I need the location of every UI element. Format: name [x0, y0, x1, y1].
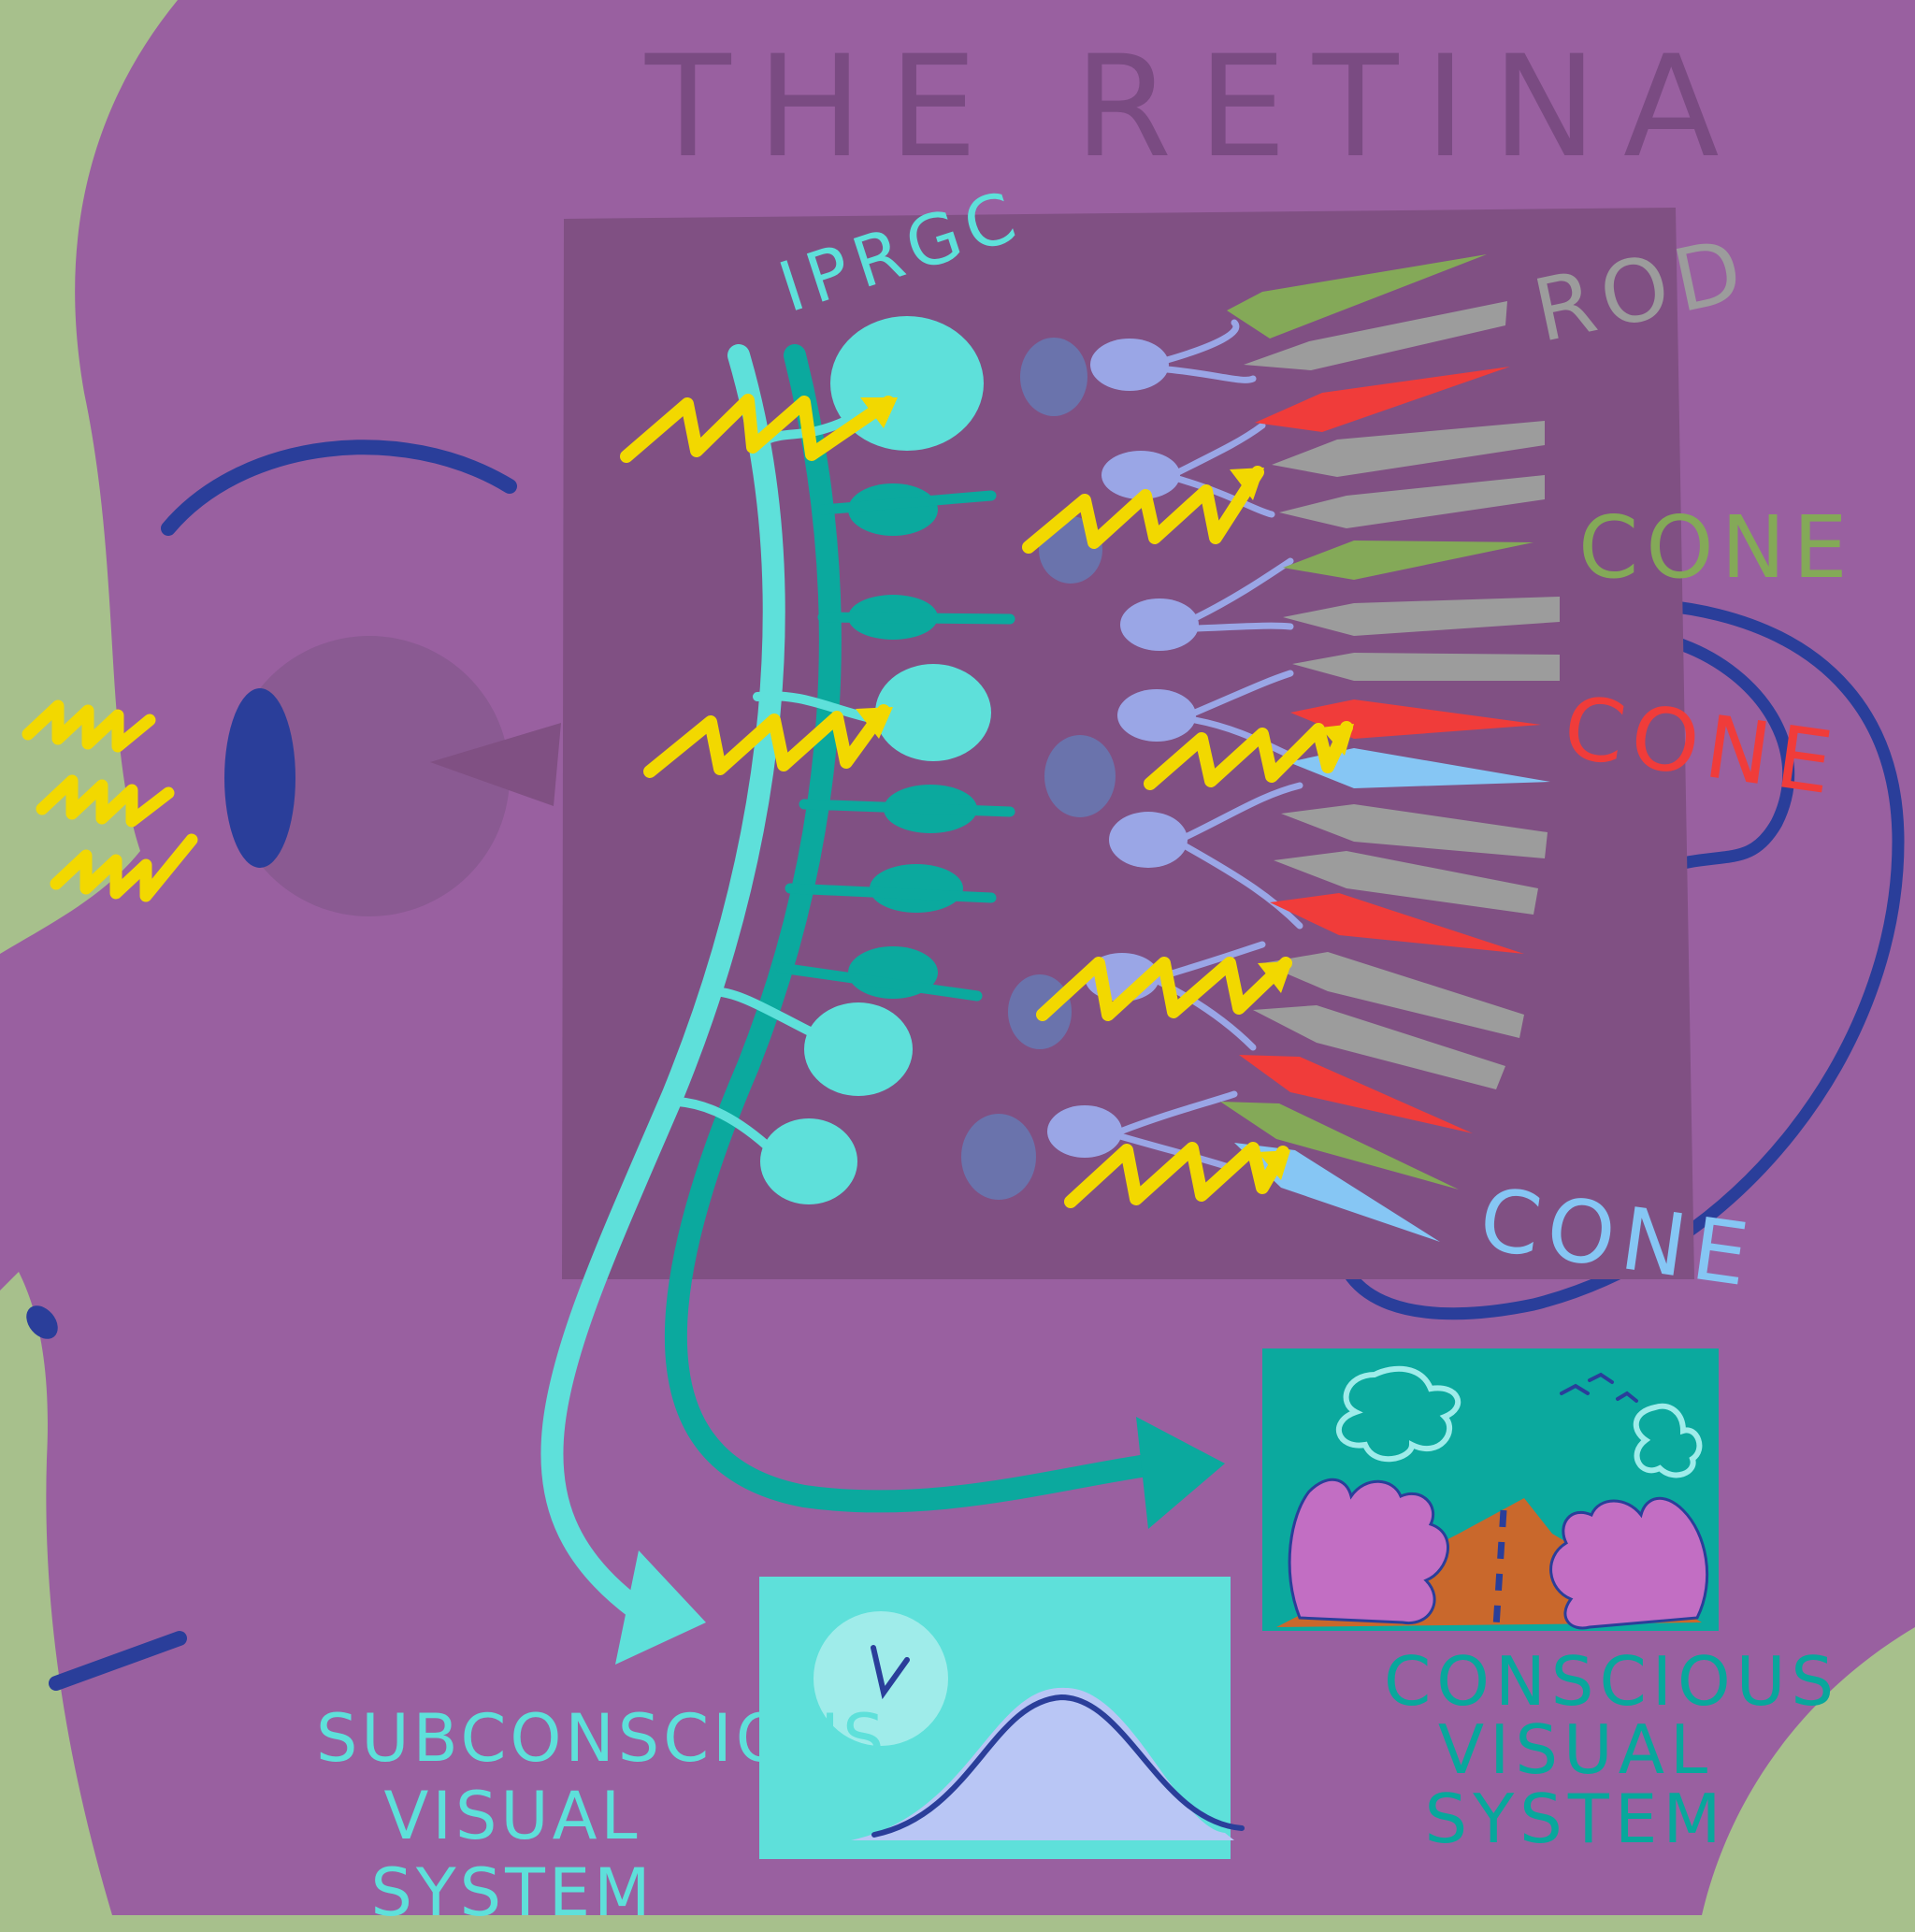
light-zigzag-icon	[1022, 466, 1264, 554]
bipolar-cell	[870, 864, 963, 913]
cone-red-photoreceptor	[1239, 1055, 1473, 1133]
horizontal-cell	[1047, 1105, 1122, 1158]
cone-green-photoreceptor	[1227, 254, 1487, 339]
conscious-pathway	[664, 344, 1171, 1513]
rod-photoreceptor	[1279, 475, 1545, 528]
iprgc-cell	[804, 1002, 913, 1096]
mouth-stroke	[49, 1631, 187, 1691]
cone-green-label: CONE	[1578, 497, 1855, 598]
rod-photoreceptor	[1274, 851, 1538, 915]
rod-photoreceptor	[1281, 804, 1548, 858]
cone-green-photoreceptor	[1283, 541, 1533, 580]
subconscious-visual-system-label: SUBCONSCIOUS VISUAL SYSTEM	[316, 1700, 888, 1932]
rod-photoreceptor	[1272, 421, 1545, 477]
rod-photoreceptor	[1253, 1005, 1505, 1089]
cone-red-photoreceptor	[1255, 367, 1510, 432]
subconscious-arrowhead	[615, 1550, 706, 1665]
amacrine-cell	[1020, 338, 1087, 416]
left-hand	[1288, 1478, 1449, 1624]
nostril-mark	[26, 1305, 58, 1339]
horizontal-cell	[1101, 451, 1180, 499]
horizontal-cell	[1117, 689, 1196, 742]
rod-photoreceptor	[1292, 653, 1560, 681]
light-zigzag-icon	[1064, 1142, 1289, 1208]
conscious-visual-system-label: CONSCIOUS VISUAL SYSTEM	[1384, 1642, 1840, 1858]
rod-photoreceptor	[1244, 301, 1507, 370]
bell-curve-icon	[851, 1687, 1234, 1840]
eye-socket	[229, 636, 510, 916]
light-zigzag-icon	[1036, 957, 1292, 1021]
amacrine-cell	[961, 1114, 1036, 1200]
cone-blue-photoreceptor	[1234, 1143, 1440, 1242]
page-title: THE RETINA	[645, 26, 1746, 189]
bipolar-cell	[848, 483, 938, 536]
subconscious-pathway	[540, 344, 785, 1620]
horizontal-cell	[1120, 598, 1199, 651]
light-zigzag-icon	[1144, 721, 1353, 790]
road-scene-icon	[1276, 1365, 1709, 1630]
horizontal-cells	[1047, 339, 1199, 1158]
iprgc-cell	[875, 664, 991, 761]
bipolar-cells	[848, 483, 977, 999]
photoreceptors	[1220, 254, 1560, 1242]
cone-blue-photoreceptor	[1289, 748, 1550, 788]
light-signal-arrows	[620, 394, 1354, 1208]
eyebrow-stroke	[161, 440, 517, 536]
rod-photoreceptor	[1283, 597, 1560, 636]
cone-red-photoreceptor	[1270, 893, 1524, 954]
amacrine-cell	[1044, 735, 1116, 817]
cone-red-photoreceptor	[1290, 699, 1541, 739]
zoom-pointer	[430, 723, 561, 806]
rod-photoreceptor	[1262, 952, 1524, 1038]
horizontal-cell	[1090, 339, 1169, 391]
horizontal-cell	[1109, 812, 1188, 868]
light-zigzag-icon	[620, 394, 895, 463]
right-hand	[1549, 1496, 1709, 1630]
conscious-arrowhead	[1136, 1417, 1225, 1529]
light-zigzag-icon	[22, 699, 198, 902]
eye-icon	[224, 688, 295, 868]
cone-green-photoreceptor	[1220, 1102, 1459, 1189]
light-zigzag-icon	[643, 704, 890, 778]
iprgc-cell	[760, 1118, 857, 1204]
